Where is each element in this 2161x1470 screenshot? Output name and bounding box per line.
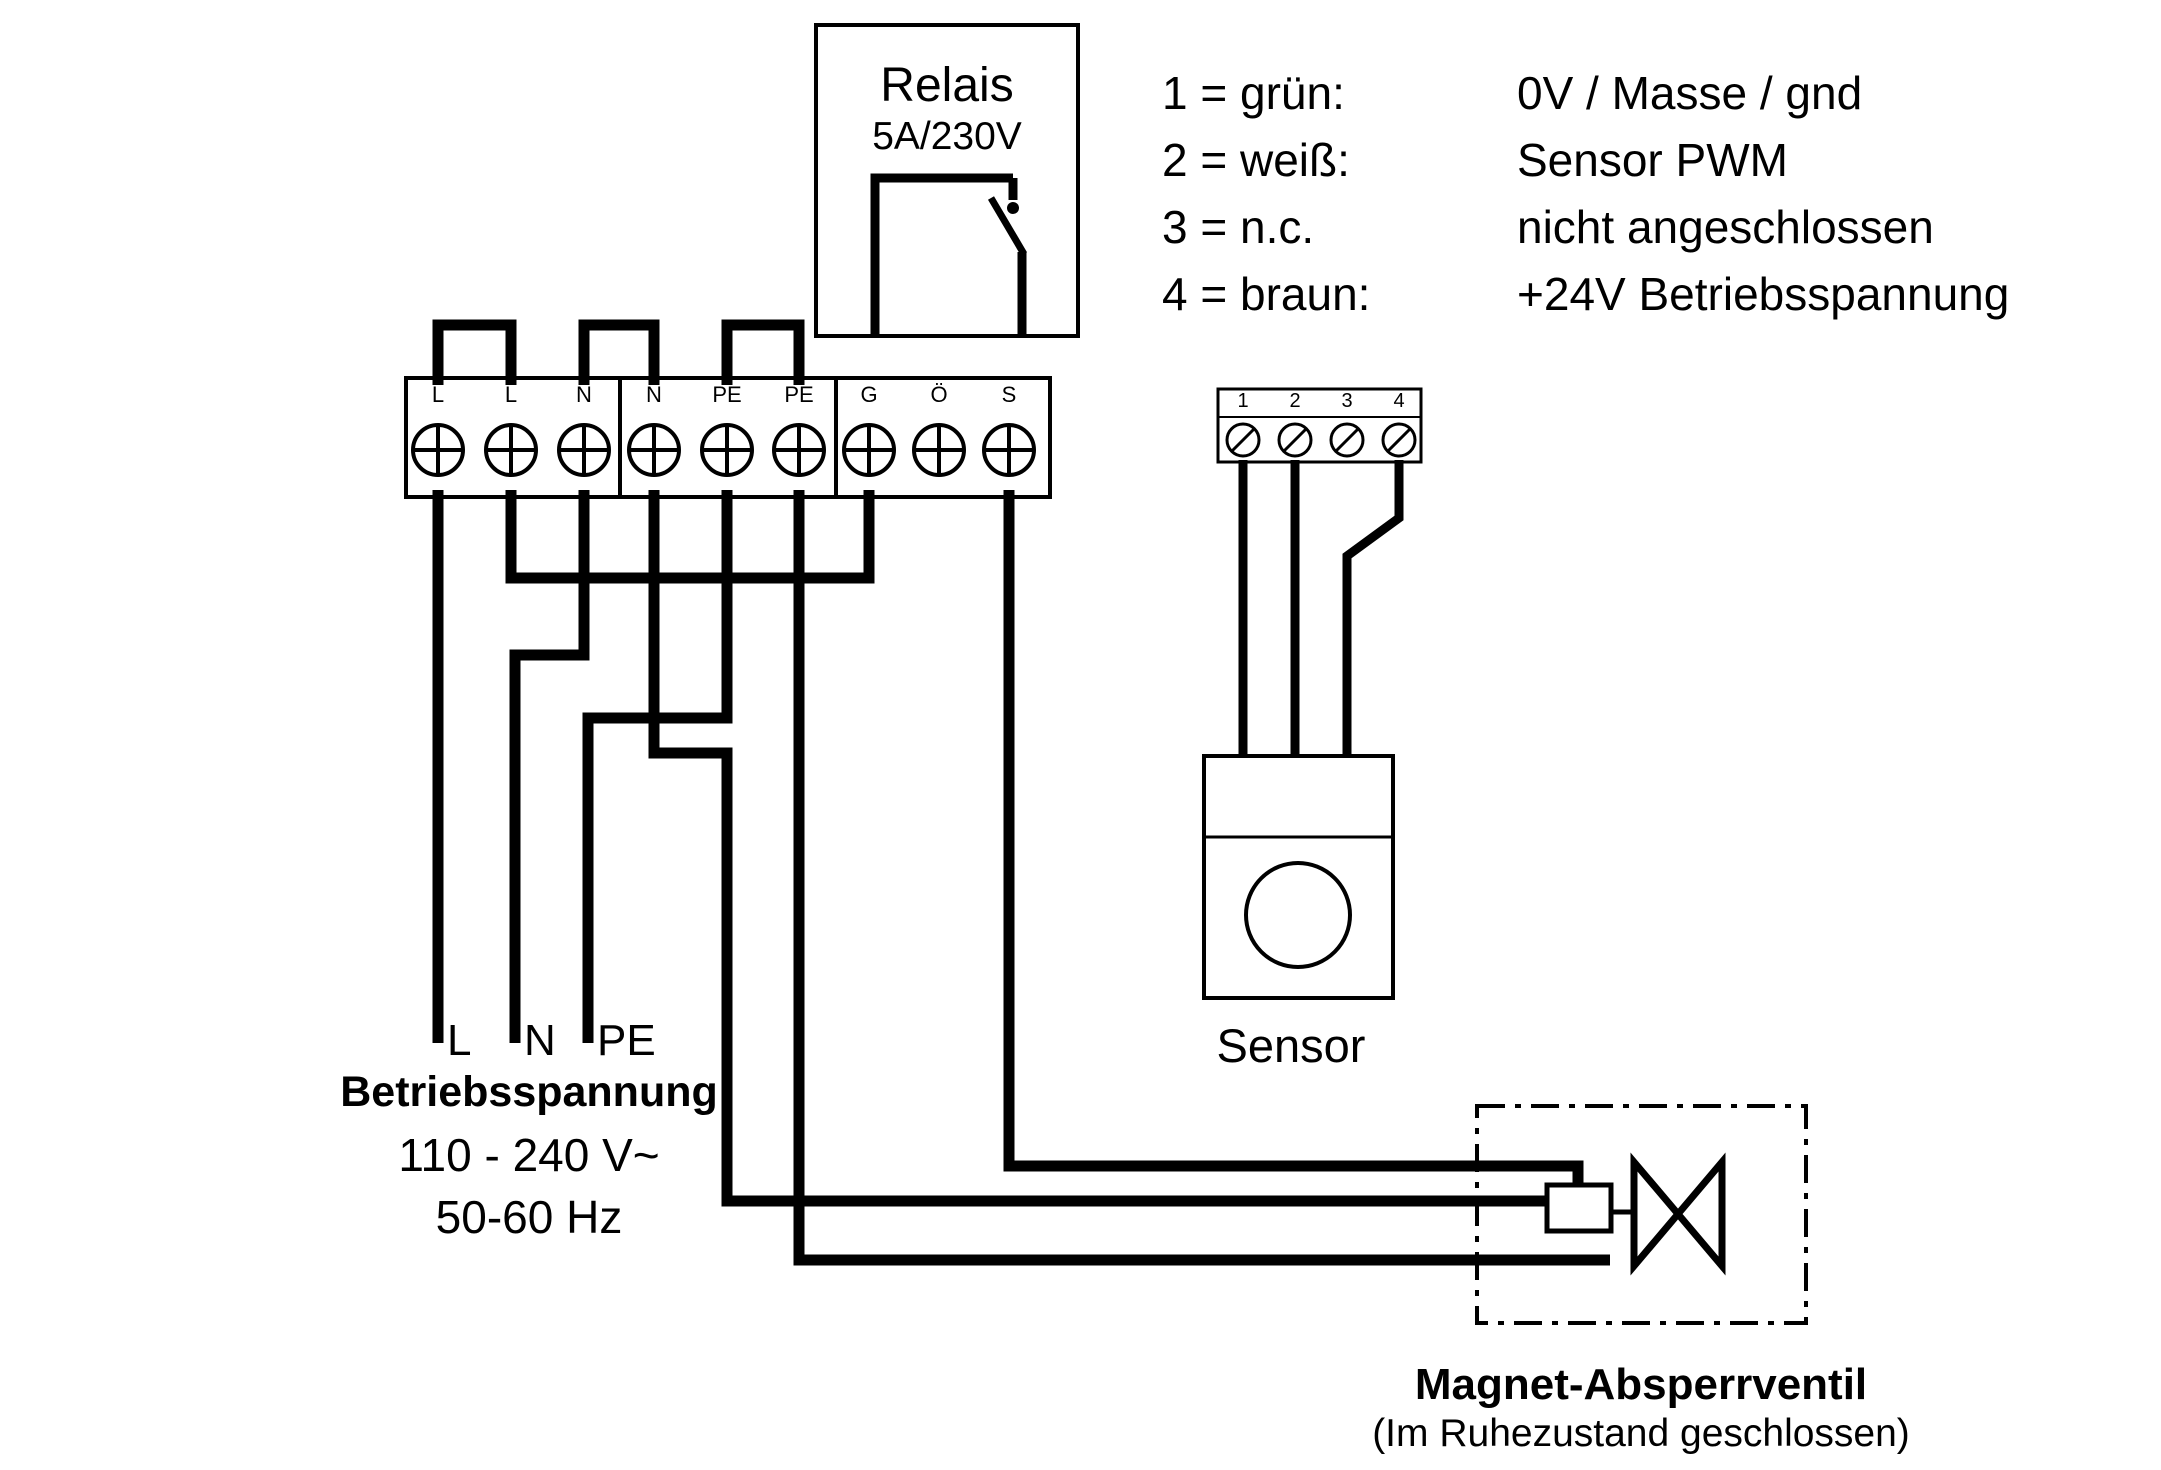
wire-pe-to-valve xyxy=(793,490,1610,1266)
sensor-pin-1: 1 xyxy=(1237,390,1249,412)
valve-triangle-right xyxy=(1673,1152,1726,1276)
sensor-label: Sensor xyxy=(1216,1019,1366,1072)
wire-n-mains xyxy=(509,490,590,1043)
legend-desc: Sensor PWM xyxy=(1517,134,1788,186)
terminal-label-oe: Ö xyxy=(930,382,948,407)
power-frequency: 50-60 Hz xyxy=(435,1191,623,1243)
valve-triangle-left xyxy=(1630,1152,1683,1276)
terminal-label-s: S xyxy=(1001,382,1017,407)
screw-terminal xyxy=(700,423,754,477)
screw-terminal-small xyxy=(1381,422,1417,458)
wire-n-to-valve xyxy=(648,490,1547,1207)
mains-label-pe: PE xyxy=(597,1016,656,1065)
terminal-label-l2: L xyxy=(504,382,518,407)
legend-pin: 3 = n.c. xyxy=(1162,201,1315,253)
legend-pin: 4 = braun: xyxy=(1162,268,1371,320)
screw-terminal xyxy=(982,423,1036,477)
jumper-n xyxy=(578,319,660,385)
jumper-pe xyxy=(721,319,805,385)
screw-terminal xyxy=(484,423,538,477)
legend-row: 1 = grün: 0V / Masse / gnd xyxy=(1162,60,2009,127)
terminal-label-n1: N xyxy=(576,382,592,407)
mains-label-n: N xyxy=(524,1016,556,1065)
relay-rating: 5A/230V xyxy=(872,115,1022,158)
jumper-l xyxy=(432,319,517,385)
terminal-label-pe2: PE xyxy=(784,382,814,407)
sensor-lens xyxy=(1244,861,1352,969)
relay-contact-symbol xyxy=(870,173,1028,336)
terminal-label-n2: N xyxy=(646,382,662,407)
wire-sensor-brown xyxy=(1342,460,1404,758)
legend-row: 4 = braun: +24V Betriebsspannung xyxy=(1162,261,2009,328)
terminal-label-l1: L xyxy=(431,382,445,407)
screw-terminal xyxy=(411,423,465,477)
terminal-label-pe1: PE xyxy=(712,382,742,407)
mains-label-l: L xyxy=(447,1016,472,1065)
legend-row: 3 = n.c. nicht angeschlossen xyxy=(1162,194,2009,261)
legend-pin: 2 = weiß: xyxy=(1162,134,1350,186)
wire-legend: 1 = grün: 0V / Masse / gnd 2 = weiß: Senso… xyxy=(1162,60,2009,328)
legend-desc: 0V / Masse / gnd xyxy=(1517,67,1863,119)
screw-terminal xyxy=(627,423,681,477)
terminal-label-g: G xyxy=(860,382,878,407)
relay-title: Relais xyxy=(880,59,1014,112)
valve-dashdot-box xyxy=(1475,1104,1808,1325)
sensor-box xyxy=(1202,754,1395,1000)
screw-terminal-small xyxy=(1225,422,1261,458)
screw-terminal xyxy=(772,423,826,477)
solenoid-coil xyxy=(1544,1182,1614,1234)
power-title: Betriebsspannung xyxy=(340,1068,718,1116)
valve-subtitle: (Im Ruhezustand geschlossen) xyxy=(1372,1412,1910,1455)
sensor-pin-4: 4 xyxy=(1393,390,1405,412)
screw-terminal-small xyxy=(1329,422,1365,458)
legend-pin: 1 = grün: xyxy=(1162,67,1345,119)
legend-desc: +24V Betriebsspannung xyxy=(1517,268,2010,320)
screw-terminal xyxy=(912,423,966,477)
sensor-pin-3: 3 xyxy=(1341,390,1353,412)
screw-terminals xyxy=(411,423,1036,477)
screw-terminal-small xyxy=(1277,422,1313,458)
wire-s-to-valve xyxy=(1003,490,1584,1192)
power-voltage: 110 - 240 V~ xyxy=(398,1129,660,1181)
sensor-pin-2: 2 xyxy=(1289,390,1301,412)
screw-terminal xyxy=(842,423,896,477)
sensor-screws xyxy=(1225,422,1417,458)
legend-row: 2 = weiß: Sensor PWM xyxy=(1162,127,2009,194)
legend-desc: nicht angeschlossen xyxy=(1517,201,1934,253)
wire-l-to-relay-common xyxy=(505,490,875,584)
valve-title: Magnet-Absperrventil xyxy=(1414,1360,1868,1409)
screw-terminal xyxy=(557,423,611,477)
valve-enclosure xyxy=(1475,1104,1808,1325)
